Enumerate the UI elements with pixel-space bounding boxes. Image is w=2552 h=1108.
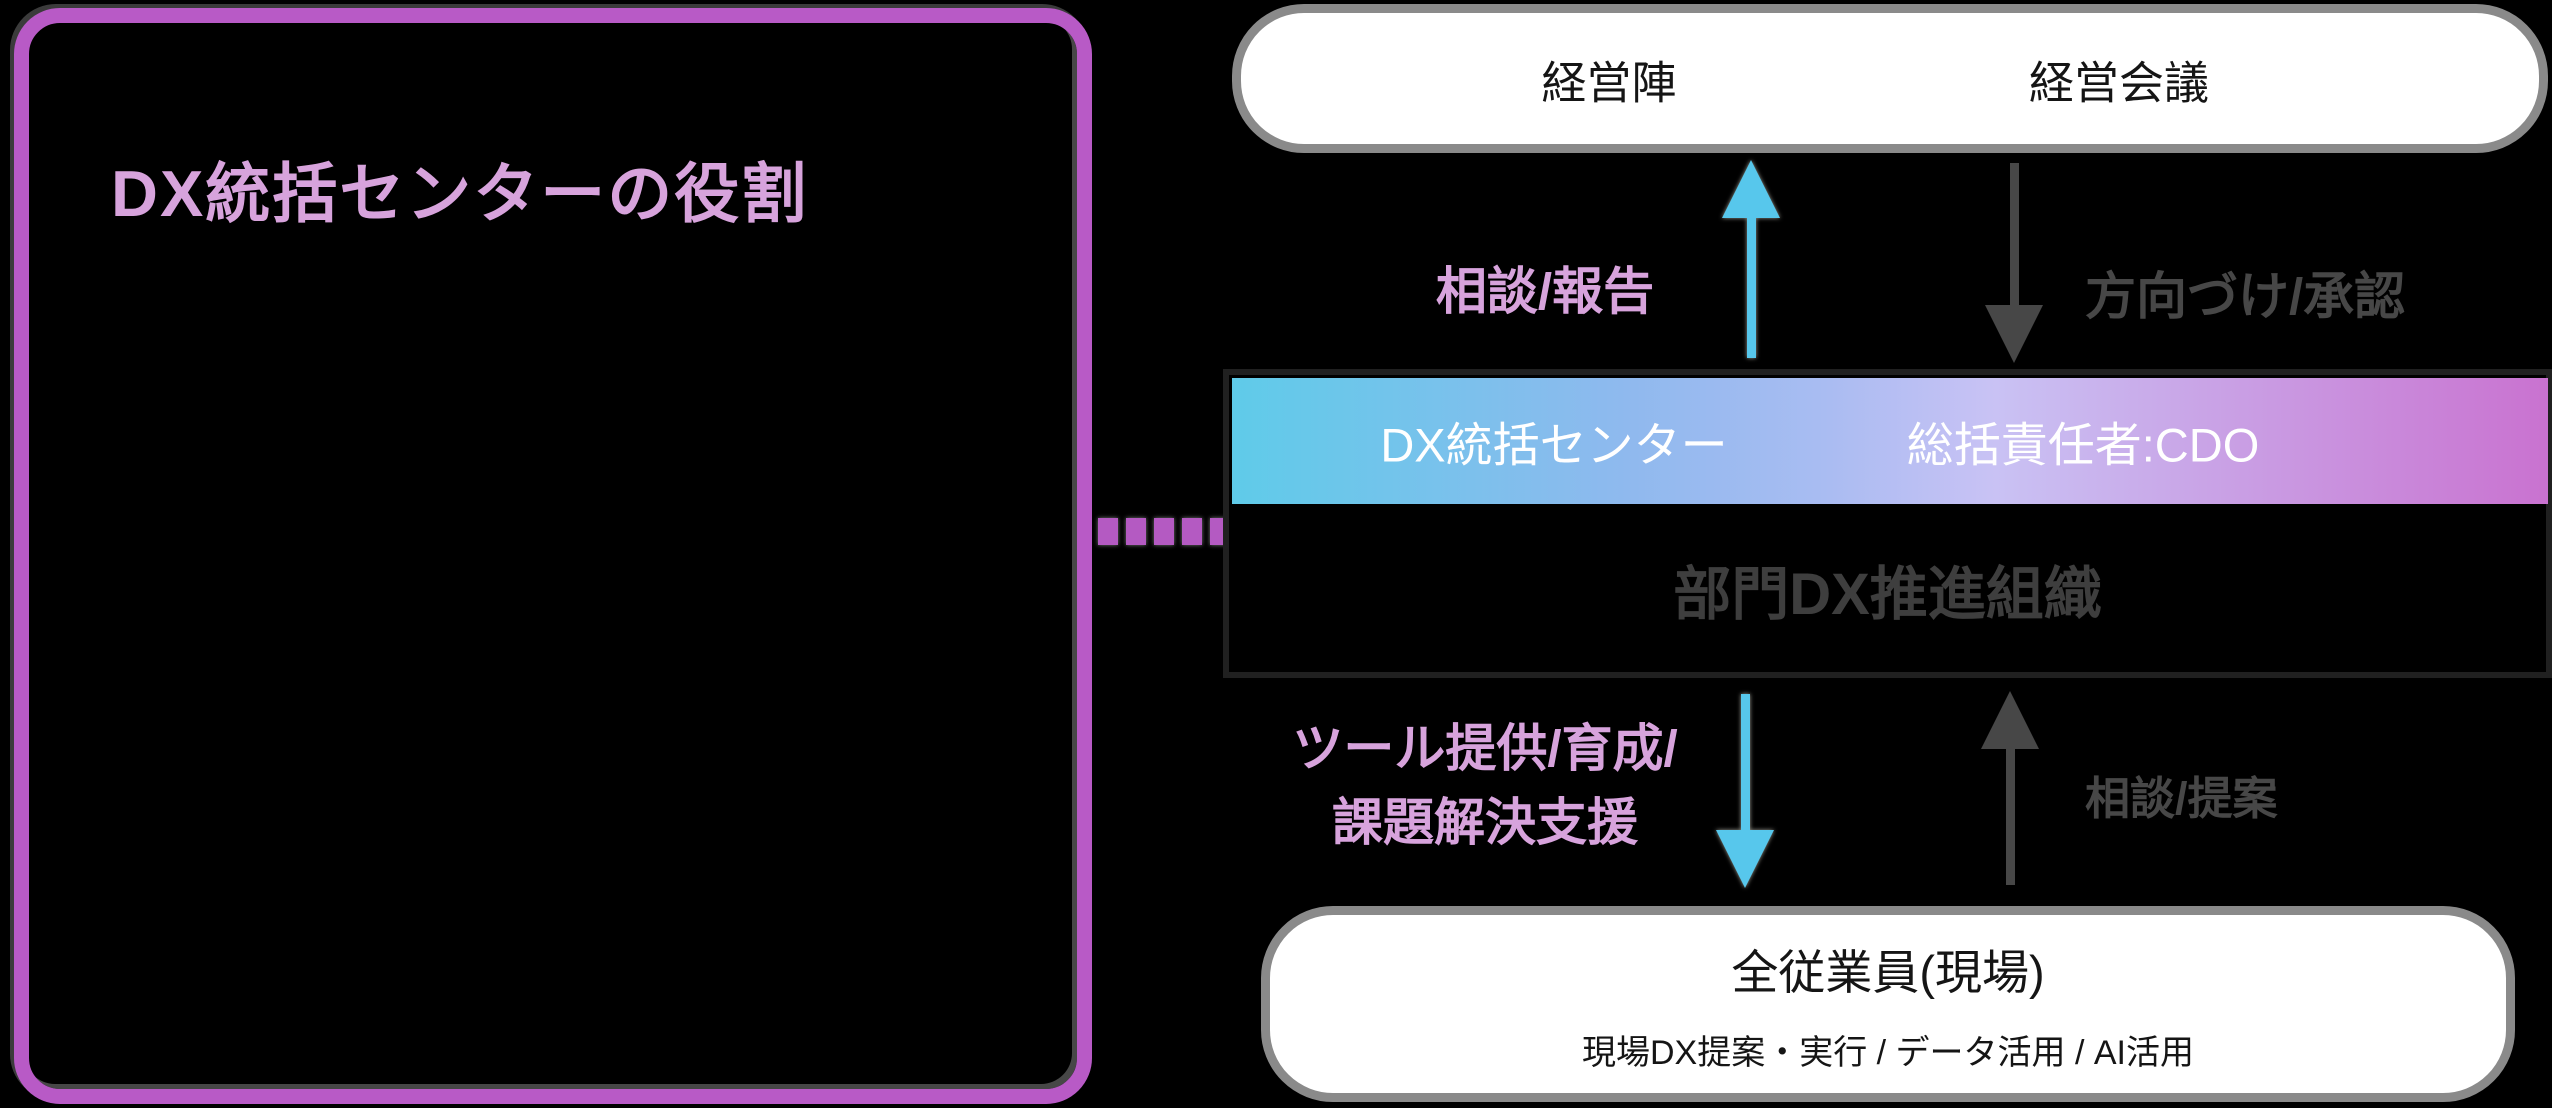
panel-title: DX統括センターの役割: [111, 157, 809, 230]
arrow-shaft: [2005, 749, 2015, 885]
dashed-connector-line: [1098, 518, 1236, 545]
cdo-label: 総括責任者:CDO: [1906, 418, 2260, 472]
down-arrow-direction-approval: [1985, 163, 2043, 363]
arrow-shaft: [1746, 218, 1756, 358]
arrow-head-icon: [1722, 160, 1780, 218]
consult-report-label: 相談/報告: [1435, 263, 1655, 320]
management-box: 経営陣 経営会議: [1232, 4, 2548, 153]
arrow-shaft: [2009, 163, 2019, 305]
down-arrow-tools-support: [1716, 694, 1774, 888]
arrow-shaft: [1740, 694, 1750, 830]
tools-support-line1: ツール提供/育成/: [1292, 720, 1678, 777]
employees-title: 全従業員(現場): [1731, 946, 2045, 999]
dx-center-gradient-bar: DX統括センター 総括責任者:CDO: [1232, 378, 2548, 504]
tools-support-line2: 課題解決支援: [1331, 794, 1638, 851]
up-arrow-consult-propose: [1981, 691, 2039, 885]
arrow-head-icon: [1981, 691, 2039, 749]
employees-box: 全従業員(現場) 現場DX提案・実行 / データ活用 / AI活用: [1261, 906, 2515, 1102]
management-meeting-label: 経営会議: [2028, 57, 2210, 108]
up-arrow-consult-report: [1722, 160, 1780, 358]
consult-propose-label: 相談/提案: [2085, 773, 2278, 824]
employees-subtitle: 現場DX提案・実行 / データ活用 / AI活用: [1581, 1034, 2195, 1072]
tools-support-label: ツール提供/育成/ 課題解決支援: [1250, 712, 1720, 860]
direction-approval-label: 方向づけ/承認: [2085, 268, 2406, 325]
role-panel: DX統括センターの役割: [14, 8, 1092, 1104]
management-label: 経営陣: [1541, 57, 1677, 108]
arrow-head-icon: [1985, 305, 2043, 363]
arrow-head-icon: [1716, 830, 1774, 888]
dept-dx-promotion-label: 部門DX推進組織: [1673, 562, 2102, 627]
dx-center-label: DX統括センター: [1380, 418, 1728, 472]
